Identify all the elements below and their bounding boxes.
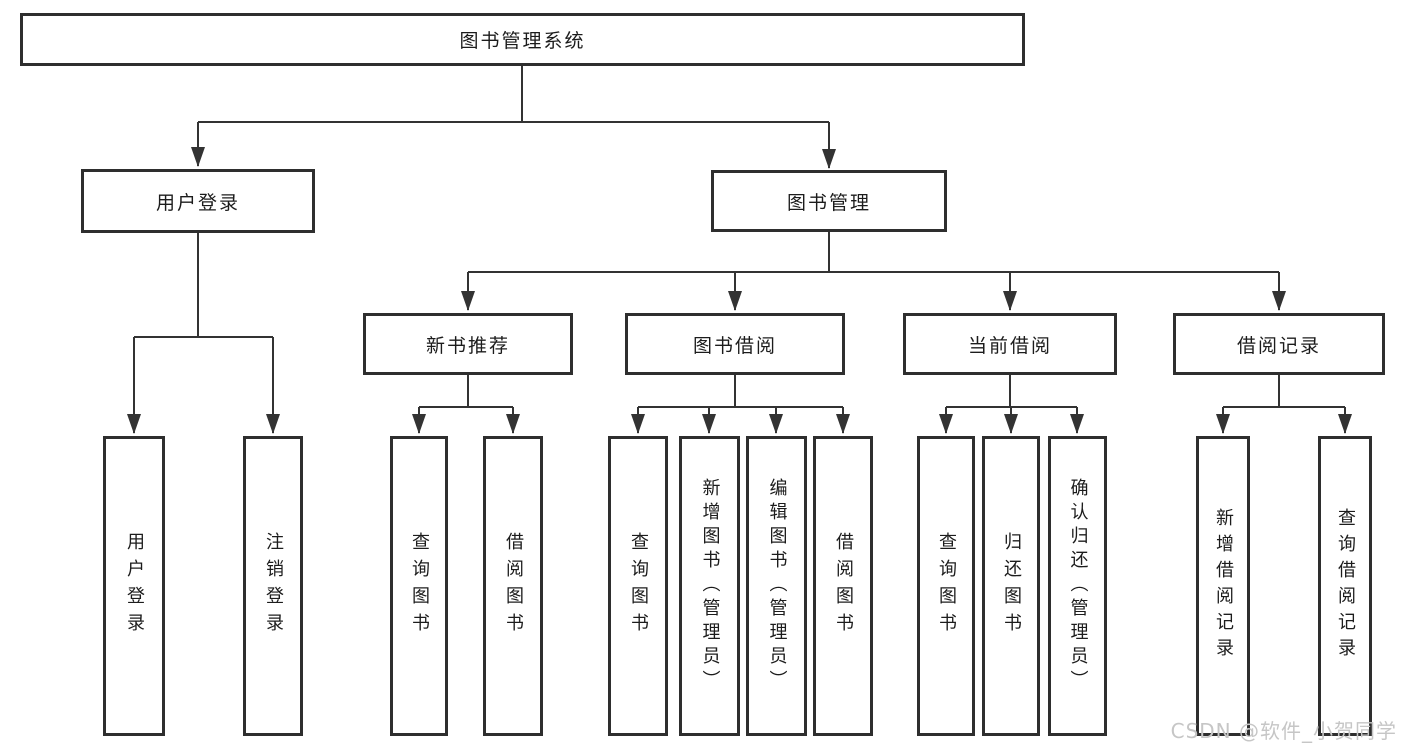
leaf-query-books-recommend: 查询图书 [390, 436, 448, 736]
leaf-query-borrow-record: 查询借阅记录 [1318, 436, 1372, 736]
node-book-management: 图书管理 [711, 170, 947, 232]
node-book-borrow: 图书借阅 [625, 313, 845, 375]
node-borrow-records: 借阅记录 [1173, 313, 1385, 375]
connector-trunks [134, 66, 1345, 408]
leaf-query-books-current: 查询图书 [917, 436, 975, 736]
leaf-return-books: 归还图书 [982, 436, 1040, 736]
csdn-watermark: CSDN @软件_小贺同学 [1170, 719, 1397, 743]
leaf-add-book-admin: 新增图书（管理员） [679, 436, 740, 736]
node-user-login: 用户登录 [81, 169, 315, 233]
node-library-system: 图书管理系统 [20, 13, 1025, 66]
leaf-query-books-borrow: 查询图书 [608, 436, 668, 736]
leaf-user-login: 用户登录 [103, 436, 165, 736]
leaf-confirm-return-admin: 确认归还（管理员） [1048, 436, 1107, 736]
leaf-add-borrow-record: 新增借阅记录 [1196, 436, 1250, 736]
leaf-edit-book-admin: 编辑图书（管理员） [746, 436, 807, 736]
leaf-logout: 注销登录 [243, 436, 303, 736]
node-new-book-recommend: 新书推荐 [363, 313, 573, 375]
node-current-borrow: 当前借阅 [903, 313, 1117, 375]
connector-arrows [127, 122, 1352, 434]
leaf-borrow-books-recommend: 借阅图书 [483, 436, 543, 736]
leaf-borrow-books-borrow: 借阅图书 [813, 436, 873, 736]
